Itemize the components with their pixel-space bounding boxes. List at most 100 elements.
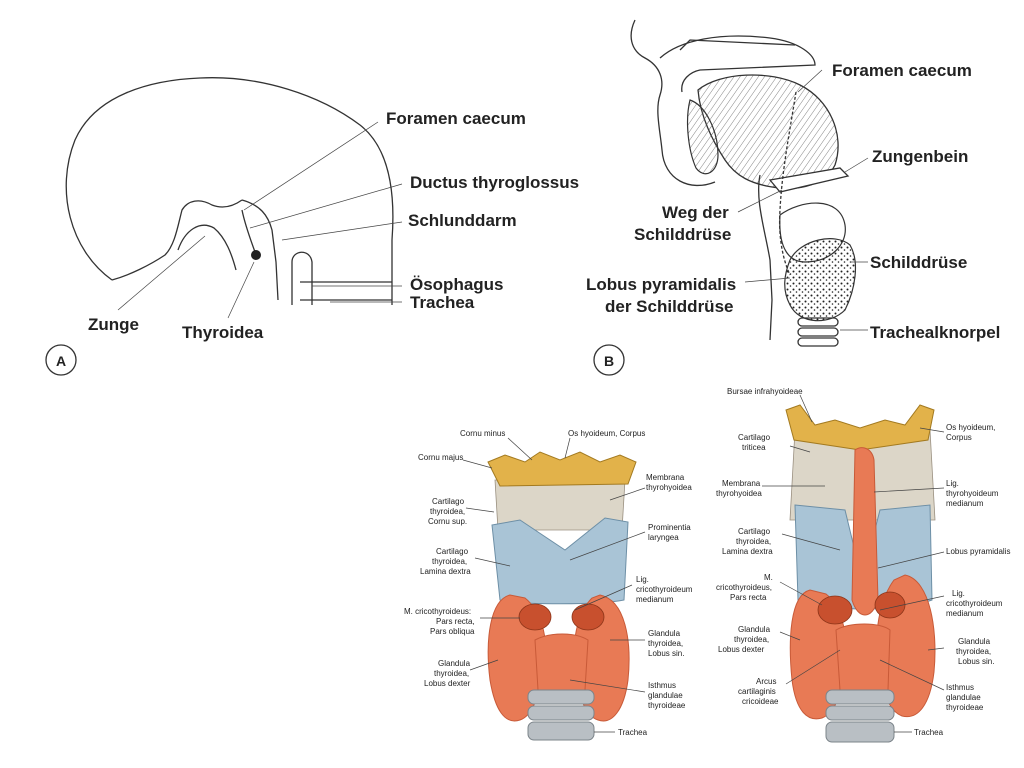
label-trachea-d: Trachea [914, 728, 944, 737]
leaders-c [462, 437, 646, 733]
pharynx-wall-b [757, 174, 773, 341]
label-isthmus-d-2: glandulae [946, 693, 981, 702]
label-triticea-1: Cartilago [738, 433, 771, 442]
label-prominentia-1: Prominentia [648, 523, 691, 532]
leader-lobus [744, 277, 791, 283]
label-m-crico-d-2: cricothyroideus, [716, 583, 772, 592]
trachea-d [825, 689, 895, 743]
label-ductus-thyroglossus: Ductus thyroglossus [410, 173, 579, 192]
label-isthmus-c-3: thyroideae [648, 701, 686, 710]
label-lig-c-1: Lig. [636, 575, 649, 584]
label-trachealknorpel: Trachealknorpel [870, 323, 1000, 342]
stomodeum-outline [111, 199, 243, 281]
label-membrana-d-1: Membrana [722, 479, 761, 488]
panel-a-marker-circle [45, 344, 77, 376]
leader-zunge-a [117, 235, 206, 311]
leaders-d [762, 394, 945, 733]
label-lig-c-2: cricothyroideum [636, 585, 693, 594]
pharynx-wall [241, 199, 279, 301]
label-zunge: Zunge [88, 315, 139, 334]
label-isthmus-d-3: thyroideae [946, 703, 984, 712]
label-m-crico-c-2: Pars recta, [436, 617, 475, 626]
label-gl-dex-d-1: Glandula [738, 625, 771, 634]
label-arcus-2: cartilaginis [738, 687, 776, 696]
label-membrana-d-2: thyrohyoidea [716, 489, 762, 498]
oesophagus-tube [291, 251, 313, 305]
leader-foramen-a [243, 121, 379, 211]
label-foramen-caecum-a: Foramen caecum [386, 109, 526, 128]
label-gl-dex-c-2: thyroidea, [434, 669, 469, 678]
lip-region [686, 99, 719, 175]
label-cart-sup-1: Cartilago [432, 497, 465, 506]
lobus-pyramidalis-d [851, 447, 879, 616]
label-cart-lam-d-2: thyroidea, [736, 537, 771, 546]
label-cart-lam-c-2: thyroidea, [432, 557, 467, 566]
label-cart-lam-d-1: Cartilago [738, 527, 771, 536]
label-lig-crico-d-2: cricothyroideum [946, 599, 1003, 608]
label-lobus-pyr: Lobus pyramidalis [946, 547, 1010, 556]
label-gl-sin-d-2: thyroidea, [956, 647, 991, 656]
label-os-d-2: Corpus [946, 433, 972, 442]
label-cornu-minus: Cornu minus [460, 429, 505, 438]
trachea-c [527, 689, 595, 741]
hyoid-bone-c [487, 451, 637, 487]
thyroidea-bud [251, 250, 261, 260]
label-der-schilddruese: der Schilddrüse [605, 297, 733, 316]
label-cart-sup-2: thyroidea, [430, 507, 465, 516]
thyroid-isthmus-c [534, 633, 589, 697]
panel-c-larynx-anterior: Cornu minus Os hyoideum, Corpus Cornu ma… [404, 429, 693, 741]
label-lobus-pyramidalis: Lobus pyramidalis [586, 275, 736, 294]
leader-schlund-a [281, 221, 403, 241]
label-arcus-3: cricoideae [742, 697, 779, 706]
label-gl-sin-d-1: Glandula [958, 637, 991, 646]
face-profile [630, 19, 716, 187]
label-cart-lam-d-3: Lamina dextra [722, 547, 773, 556]
tongue-outline [177, 224, 237, 271]
label-oesophagus: Ösophagus [410, 275, 504, 294]
thyroid-migration-path [778, 91, 797, 276]
label-gl-sin-c-2: thyroidea, [648, 639, 683, 648]
leader-ductus-a [249, 183, 403, 229]
label-arcus-1: Arcus [756, 677, 776, 686]
thyroid-cartilage-c [491, 517, 629, 605]
trachea-rings-b [797, 317, 839, 347]
panel-b-marker-circle [593, 344, 625, 376]
label-membrana-c-2: thyrohyoidea [646, 483, 692, 492]
label-gl-dex-d-2: thyroidea, [734, 635, 769, 644]
leader-foramen-b [797, 69, 823, 93]
cricothyroid-muscle-right-d [817, 595, 853, 625]
label-bursae: Bursae infrahyoideae [727, 387, 803, 396]
label-m-crico-c-1: M. cricothyroideus: [404, 607, 471, 616]
label-gl-sin-c-3: Lobus sin. [648, 649, 684, 658]
label-lig-crico-d-3: medianum [946, 609, 984, 618]
cricothyroid-muscle-left-c [571, 603, 605, 631]
ductus-thyroglossus-path [241, 209, 256, 253]
label-weg-schilddruese: Schilddrüse [634, 225, 731, 244]
panel-b-marker: B [604, 353, 614, 369]
panel-a-embryo-sketch: Foramen caecum Ductus thyroglossus Schlu… [45, 77, 579, 376]
label-gl-dex-c-3: Lobus dexter [424, 679, 471, 688]
label-gl-sin-c-1: Glandula [648, 629, 681, 638]
label-m-crico-c-3: Pars obliqua [430, 627, 475, 636]
leader-weg [737, 189, 783, 213]
embryo-head-outline [65, 77, 394, 305]
label-schlunddarm: Schlunddarm [408, 211, 517, 230]
label-foramen-caecum-b: Foramen caecum [832, 61, 972, 80]
panel-a-marker: A [56, 353, 66, 369]
cricothyroid-muscle-left-d [874, 591, 906, 619]
label-membrana-c-1: Membrana [646, 473, 685, 482]
label-prominentia-2: laryngea [648, 533, 679, 542]
palate-inner [679, 39, 796, 51]
label-trachea-a: Trachea [410, 293, 475, 312]
label-lig-thyro-2: thyrohyoideum [946, 489, 999, 498]
label-trachea-c: Trachea [618, 728, 648, 737]
panel-b-sagittal-sketch: Foramen caecum Zungenbein Weg der Schild… [586, 19, 1000, 376]
cricothyroid-muscle-right-c [518, 603, 552, 631]
label-isthmus-d-1: Isthmus [946, 683, 974, 692]
panel-d-larynx-pyramidalis: Bursae infrahyoideae Os hyoideum, Corpus… [716, 387, 1010, 743]
label-gl-dex-d-3: Lobus dexter [718, 645, 765, 654]
thyroid-gland-b [784, 238, 856, 322]
label-m-crico-d-1: M. [764, 573, 773, 582]
label-gl-sin-d-3: Lobus sin. [958, 657, 994, 666]
